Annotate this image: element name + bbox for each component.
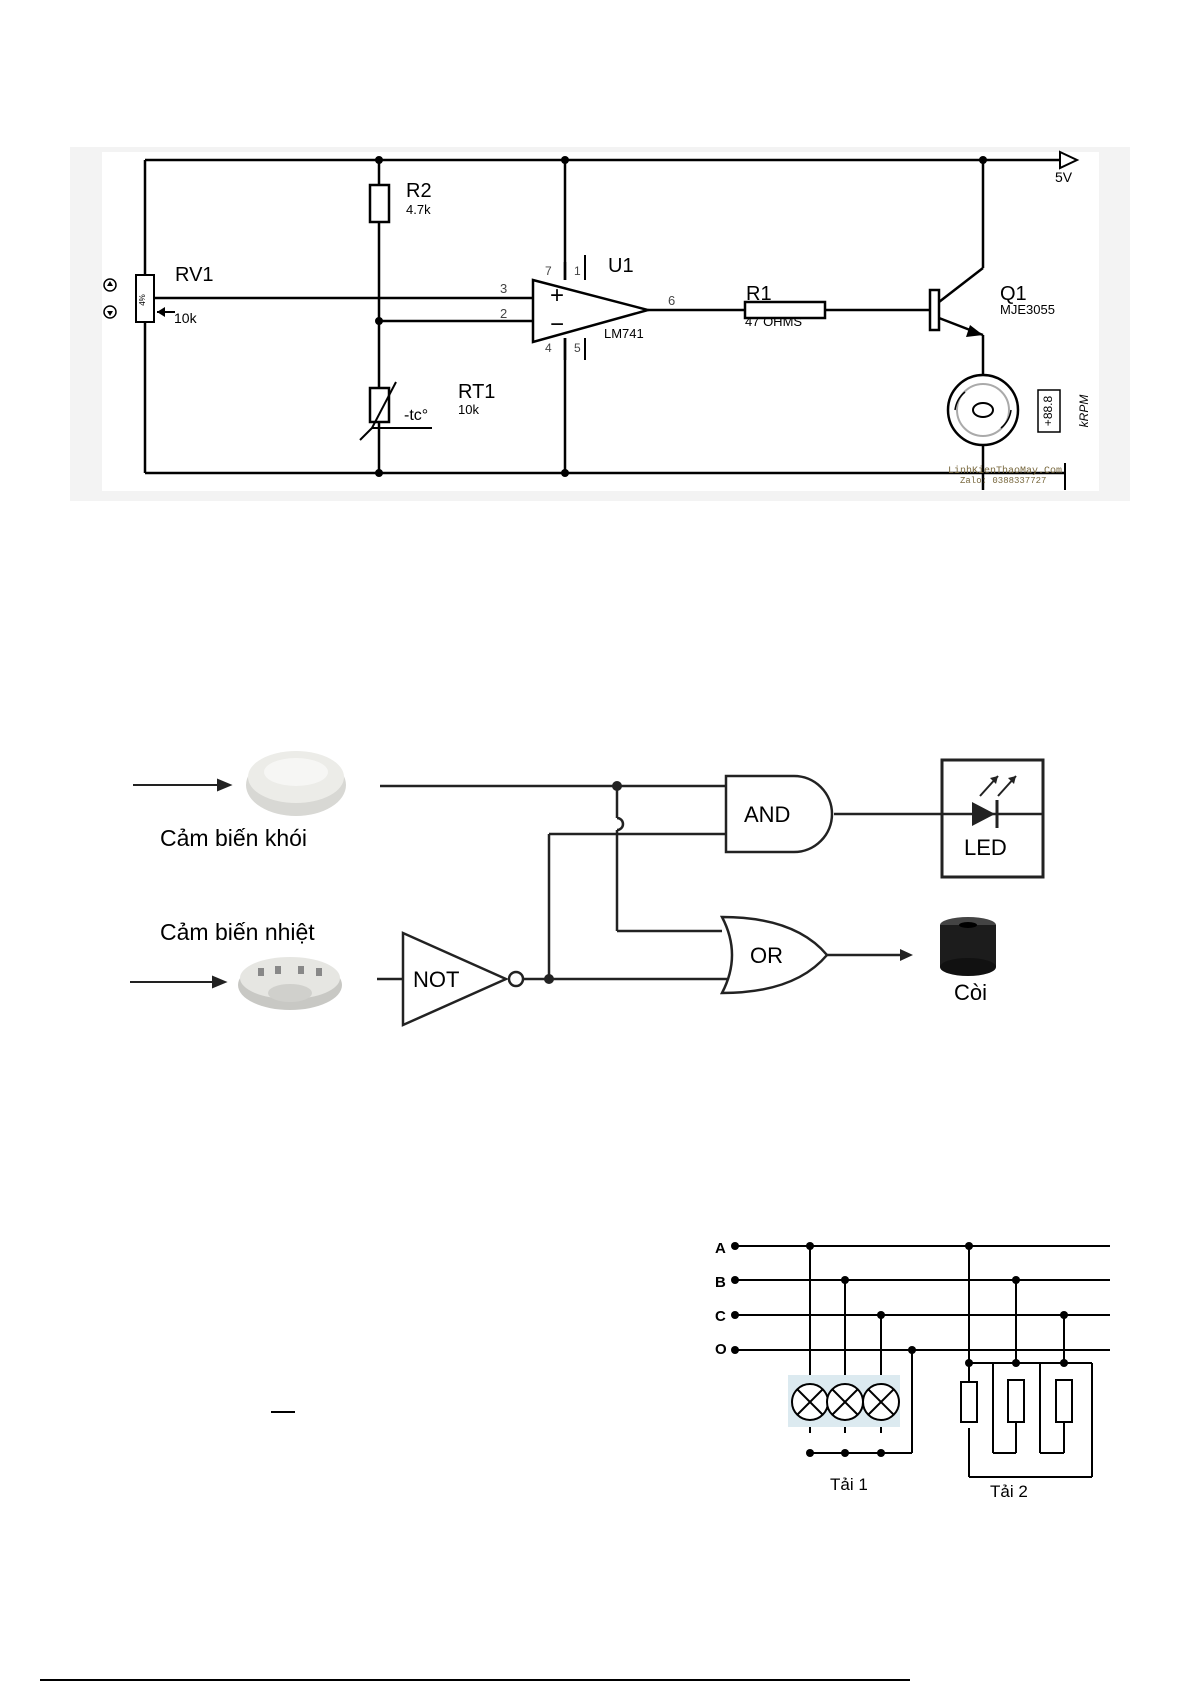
pin-6: 6 (668, 293, 675, 308)
led-label: LED (964, 835, 1007, 860)
not-gate-label: NOT (413, 967, 459, 992)
or-gate: OR (722, 917, 827, 993)
buzzer-label: Còi (954, 980, 987, 1005)
rt1-value: 10k (458, 402, 479, 417)
pin-7: 7 (545, 264, 552, 278)
r2-name: R2 (406, 180, 432, 202)
r1-value: 47 OHMS (745, 314, 802, 329)
load2-label: Tải 2 (990, 1482, 1028, 1501)
r1-name: R1 (746, 283, 772, 305)
heat-sensor-icon (238, 957, 342, 1010)
pin-2: 2 (500, 306, 507, 321)
not-gate: NOT (403, 933, 523, 1025)
smoke-sensor-icon (246, 751, 346, 816)
q1-part: MJE3055 (1000, 302, 1055, 317)
opamp-minus: − (550, 311, 564, 338)
motor-unit: kRPM (1077, 395, 1091, 428)
opamp-fan-circuit: 5V 4% RV1 10k R2 4.7k -tc° RT1 1 (70, 147, 1130, 501)
watermark-line2: Zalo: 0388337727 (960, 476, 1046, 486)
fire-alarm-logic-circuit: Cảm biến khói Cảm biến nhiệt (130, 751, 1044, 1025)
pin-3: 3 (500, 281, 507, 296)
logic-junctions (544, 781, 622, 984)
line-b-label: B (715, 1274, 726, 1291)
supply-label: 5V (1055, 169, 1073, 185)
rt1-tc: -tc° (404, 407, 428, 424)
led-indicator: LED (942, 760, 1043, 877)
load2-resistors (961, 1380, 1072, 1422)
input-arrows (130, 780, 230, 987)
smoke-sensor-label: Cảm biến khói (160, 825, 307, 851)
u1-name: U1 (608, 255, 634, 277)
lamp-icons (792, 1384, 899, 1420)
line-a-label: A (715, 1240, 726, 1257)
u1-part: LM741 (604, 326, 644, 341)
heat-sensor-label: Cảm biến nhiệt (160, 919, 315, 945)
or-gate-label: OR (750, 943, 783, 968)
three-phase-load-circuit: A B C O (715, 1240, 1110, 1501)
line-o-label: O (715, 1341, 727, 1358)
and-gate-label: AND (744, 802, 790, 827)
motor-display: +88.8 (1041, 395, 1055, 426)
rt1-name: RT1 (458, 381, 495, 403)
pin-5: 5 (574, 341, 581, 355)
rv1-body-text: 4% (138, 294, 147, 306)
buzzer-arrow-icon (900, 949, 913, 961)
r2-value: 4.7k (406, 202, 431, 217)
line-c-label: C (715, 1308, 726, 1325)
phase-lines (735, 1246, 1110, 1477)
pin-4: 4 (545, 341, 552, 355)
rv1-name: RV1 (175, 264, 214, 286)
rv1-value: 10k (174, 310, 198, 326)
load1-label: Tải 1 (830, 1475, 868, 1494)
and-gate: AND (726, 776, 832, 852)
pin-1: 1 (574, 264, 581, 278)
opamp-plus: + (550, 282, 564, 309)
buzzer-icon (940, 917, 996, 976)
